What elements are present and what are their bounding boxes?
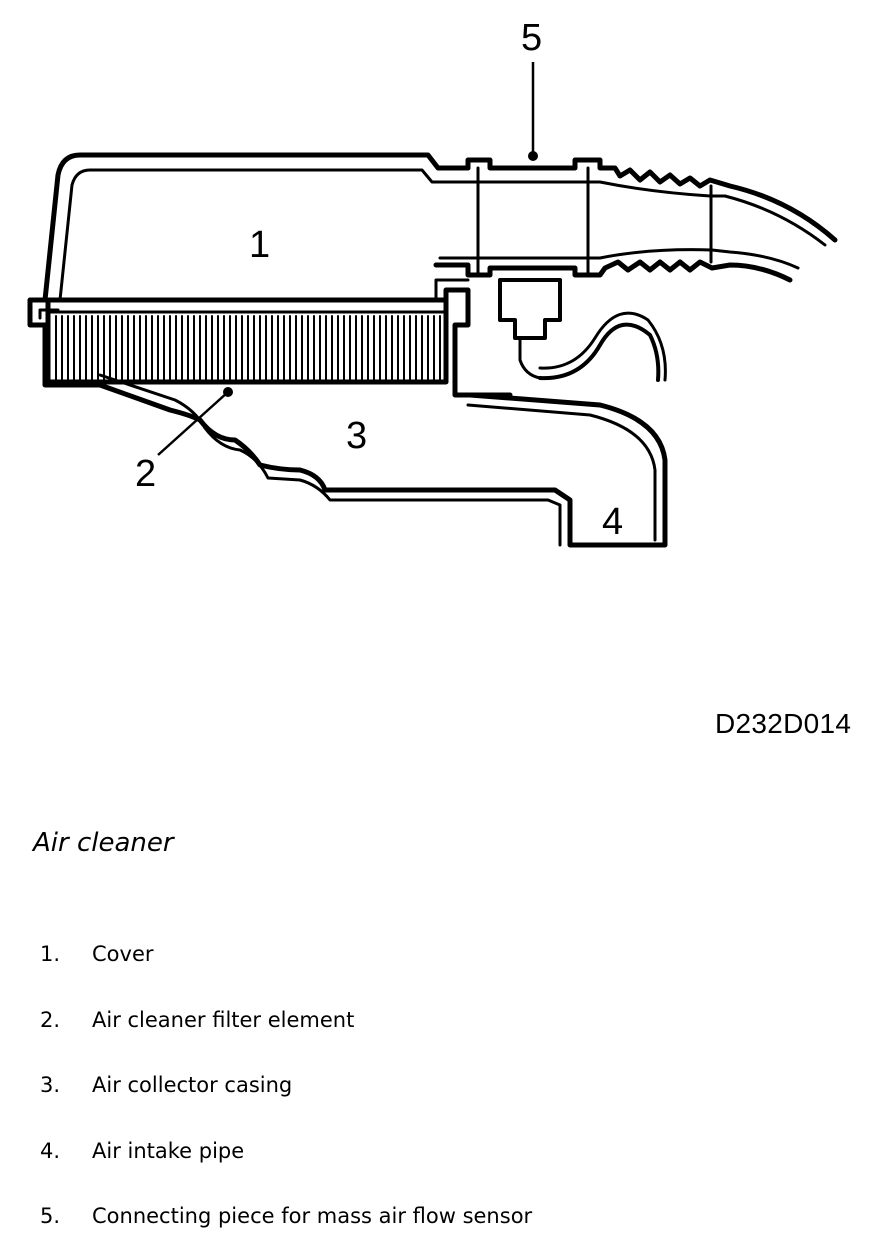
callout-4: 4 <box>602 501 623 543</box>
connector-bottom <box>433 259 793 283</box>
filter-element-frame <box>45 297 449 385</box>
legend-number: 4. <box>40 1139 61 1163</box>
leader-2 <box>157 391 229 456</box>
leader-2-dot <box>223 387 233 397</box>
legend-text: Air cleaner filter element <box>92 1008 355 1032</box>
sensor-plug <box>498 278 562 340</box>
legend-text: Air intake pipe <box>92 1139 245 1163</box>
sensor-plug-body <box>518 336 542 380</box>
collector-casing-lower-inner <box>98 373 562 547</box>
legend-number: 2. <box>40 1008 61 1032</box>
collector-casing-upper-inner <box>466 403 657 542</box>
flange-right <box>443 287 513 398</box>
legend-text: Connecting piece for mass air flow senso… <box>92 1204 533 1228</box>
flange-left-inner <box>38 308 60 320</box>
legend-number: 3. <box>40 1073 61 1097</box>
cover-outline <box>42 152 471 303</box>
air-cleaner-diagram: 1 2 3 4 5 <box>27 17 838 548</box>
legend-number: 5. <box>40 1204 61 1228</box>
sensor-cable <box>538 322 661 382</box>
legend-text: Cover <box>92 942 154 966</box>
legend-number: 1. <box>40 942 61 966</box>
caption: Air cleaner <box>33 828 174 858</box>
cover-inner-outline <box>58 168 470 302</box>
flange-left <box>27 297 103 388</box>
callout-2: 2 <box>135 453 156 495</box>
flange-right-inner <box>434 278 470 302</box>
callout-1: 1 <box>249 224 270 266</box>
collector-casing-lower <box>97 382 668 548</box>
callout-3: 3 <box>346 415 367 457</box>
legend-text: Air collector casing <box>92 1073 293 1097</box>
connector-top <box>465 157 838 243</box>
sensor-cable-inner <box>538 311 667 382</box>
filter-pleats <box>55 315 441 381</box>
connector-top-inner <box>438 180 827 247</box>
figure-code: D232D014 <box>715 708 852 739</box>
leader-5-dot <box>528 151 538 161</box>
callout-5: 5 <box>521 17 542 59</box>
